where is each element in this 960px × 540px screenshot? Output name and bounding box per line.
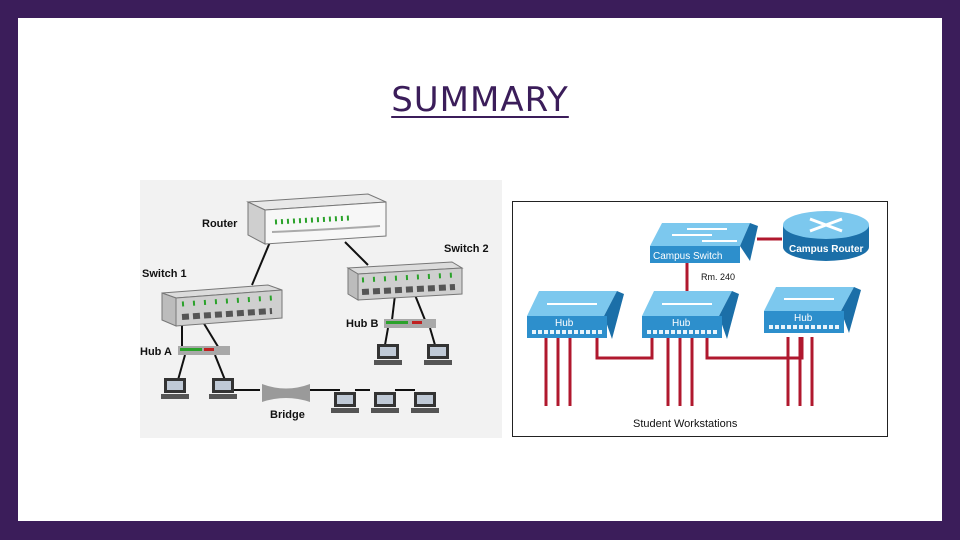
hub-b-icon <box>384 319 436 328</box>
campus-switch-label: Campus Switch <box>653 251 722 262</box>
computer-icon <box>374 344 402 365</box>
slide-title-text: SUMMARY <box>391 80 569 120</box>
hub-label: Hub <box>794 313 813 324</box>
room-label: Rm. 240 <box>701 272 735 282</box>
hub-label: Hub <box>672 318 691 329</box>
computer-icon <box>331 392 359 413</box>
bridge-icon <box>262 384 310 402</box>
computer-icon <box>424 344 452 365</box>
hub-icon <box>527 291 624 339</box>
router-icon <box>246 193 387 245</box>
hub-icon <box>764 287 861 333</box>
hub-a-label: Hub A <box>140 346 172 358</box>
left-cables <box>177 241 436 391</box>
hub-a-icon <box>178 346 230 355</box>
workstations-label: Student Workstations <box>633 418 738 430</box>
computer-icon <box>209 378 237 399</box>
computer-icon <box>371 392 399 413</box>
slide-title: SUMMARY <box>0 80 960 120</box>
switch2-icon <box>346 261 464 301</box>
switch2-label: Switch 2 <box>444 243 489 255</box>
switch1-label: Switch 1 <box>142 268 187 280</box>
left-network-diagram: Router Switch 1 Switch 2 Hub A Hub B Bri… <box>140 180 502 438</box>
hub-b-label: Hub B <box>346 318 378 330</box>
router-label: Router <box>202 218 238 230</box>
right-network-diagram: Campus Switch Rm. 240 Campus Router Hub … <box>512 201 888 437</box>
campus-router-icon <box>783 211 869 261</box>
hub-icon <box>642 291 739 339</box>
switch1-icon <box>161 284 283 327</box>
computer-icon <box>411 392 439 413</box>
hub-label: Hub <box>555 318 574 329</box>
right-cables <box>544 237 814 406</box>
bridge-label: Bridge <box>270 409 305 421</box>
computer-icon <box>161 378 189 399</box>
campus-router-label: Campus Router <box>789 244 864 255</box>
campus-switch-icon <box>650 223 758 263</box>
